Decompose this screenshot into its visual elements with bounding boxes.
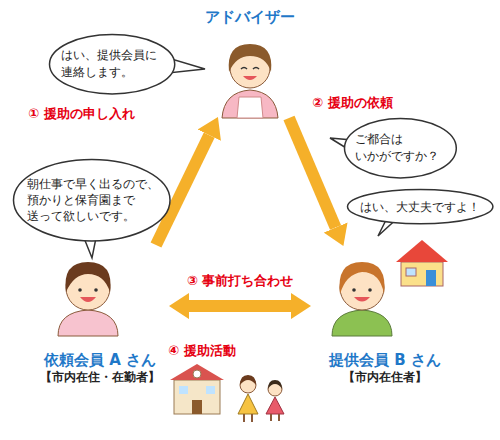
flow-arrow bbox=[189, 300, 291, 312]
bubble-outline bbox=[343, 117, 458, 179]
children-figure bbox=[238, 375, 284, 422]
member-b-figure bbox=[332, 262, 392, 336]
step-label-box: ③ 事前打ち合わせ bbox=[187, 270, 294, 290]
step-label: ① 援助の申し入れ bbox=[28, 106, 135, 121]
speech-bubble: ご都合は いかがですか？ bbox=[343, 117, 458, 179]
flow-arrow bbox=[289, 118, 336, 228]
speech-text: はい、提供会員に 連絡します。 bbox=[61, 47, 163, 81]
step-label: ③ 事前打ち合わせ bbox=[187, 273, 294, 288]
nursery-building bbox=[170, 364, 224, 414]
member-name: 提供会員 B さん bbox=[329, 351, 441, 371]
speech-text: ご都合は いかがですか？ bbox=[355, 131, 445, 165]
member-note: 【市内在住・在勤者】 bbox=[40, 370, 160, 385]
step-label: ④ 援助活動 bbox=[168, 343, 236, 358]
speech-bubble: はい、提供会員に 連絡します。 bbox=[48, 33, 176, 95]
speech-text: はい、大丈夫ですよ！ bbox=[360, 199, 480, 216]
step-label-box: ④ 援助活動 bbox=[168, 340, 236, 360]
member-node: アドバイザー bbox=[185, 4, 315, 118]
member-node: 依頼会員 A さん【市内在住・在勤者】 bbox=[30, 245, 170, 387]
step-label: ② 援助の依頼 bbox=[312, 95, 393, 110]
member-node: 提供会員 B さん【市内在住者】 bbox=[310, 245, 460, 387]
member-name: 依頼会員 A さん bbox=[44, 351, 156, 371]
member-name: アドバイザー bbox=[205, 8, 295, 28]
speech-bubble: はい、大丈夫ですよ！ bbox=[346, 188, 494, 225]
house-icon bbox=[396, 240, 448, 286]
speech-bubble: 朝仕事で早く出るので、 預かりと保育園まで 送って欲しいです。 bbox=[12, 158, 172, 242]
step-label-box: ② 援助の依頼 bbox=[312, 92, 393, 112]
bubble-outline bbox=[48, 33, 176, 95]
member-a-figure bbox=[58, 262, 118, 336]
speech-text: 朝仕事で早く出るので、 預かりと保育園まで 送って欲しいです。 bbox=[27, 176, 157, 224]
step-label-box: ① 援助の申し入れ bbox=[28, 103, 135, 123]
member-note: 【市内在住者】 bbox=[343, 370, 427, 385]
advisor-figure bbox=[222, 44, 278, 118]
